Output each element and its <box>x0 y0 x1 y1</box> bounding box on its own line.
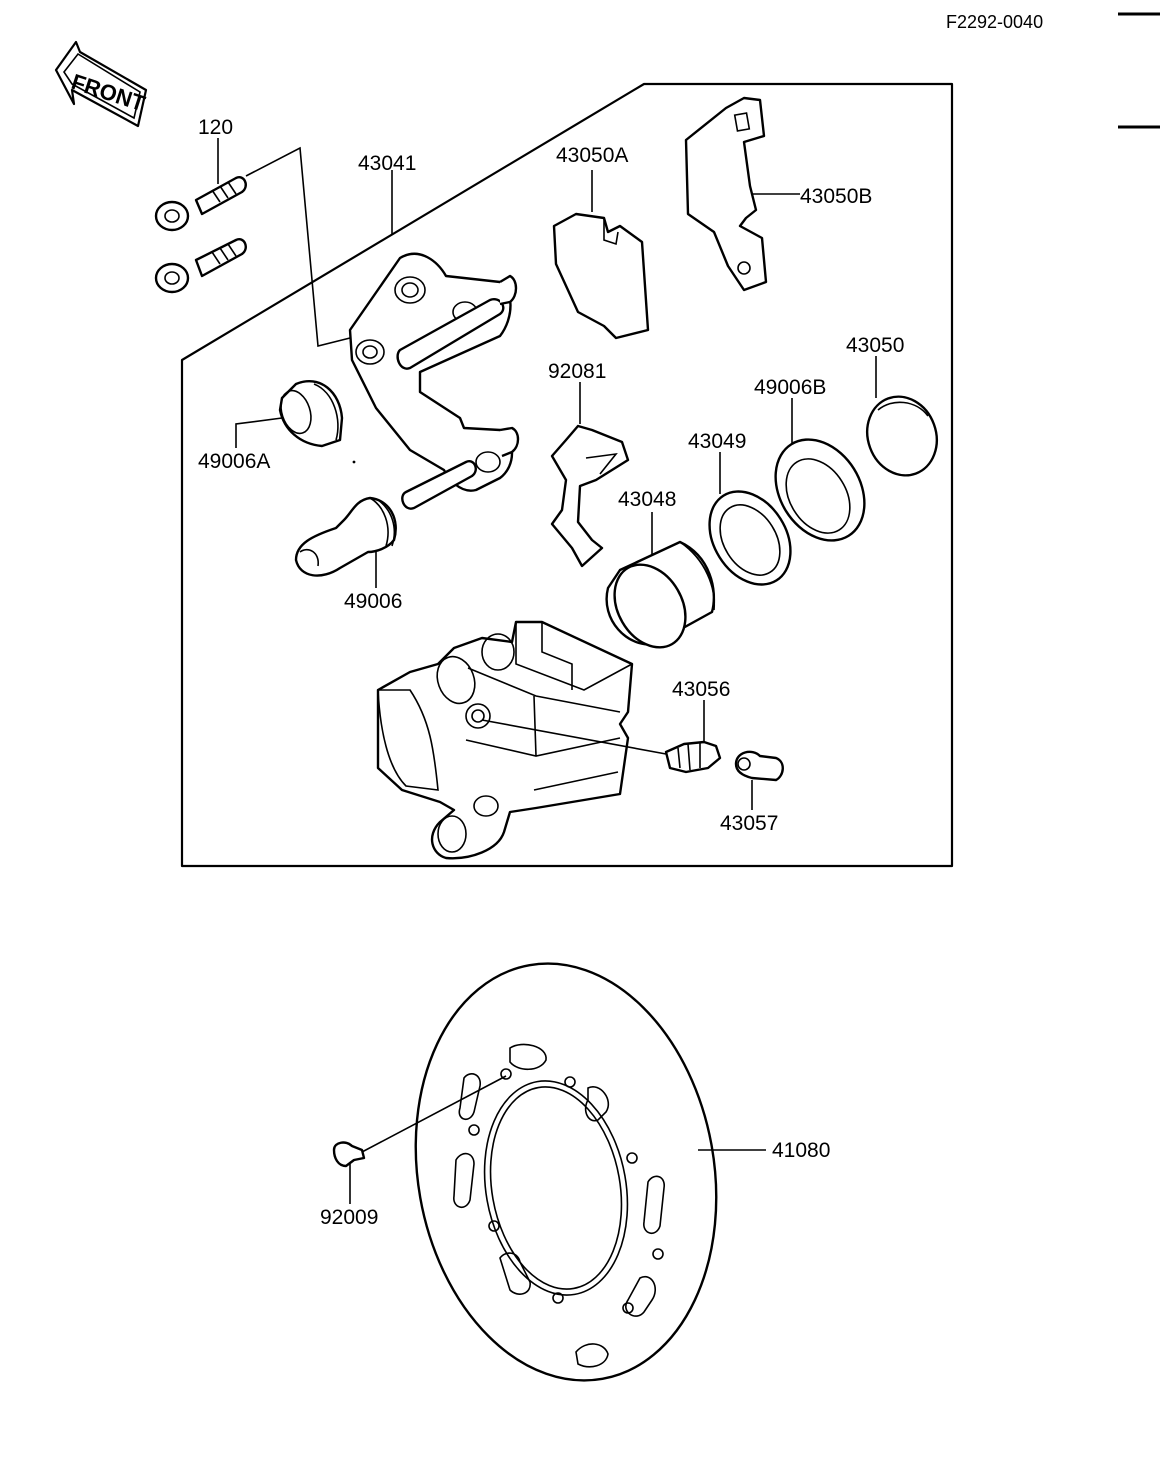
bleeder-axis-line <box>481 719 667 755</box>
label-92009: 92009 <box>320 1206 378 1229</box>
disc-screw-92009 <box>332 1141 366 1168</box>
dust-seal-49006B <box>774 438 866 542</box>
label-43041: 43041 <box>358 152 416 175</box>
pad-spring-92081 <box>550 424 630 568</box>
bolt-120-lower <box>154 238 247 294</box>
caliper-bracket-43041 <box>348 252 520 510</box>
bleeder-cap-43057 <box>734 750 784 782</box>
label-43056: 43056 <box>672 678 730 701</box>
label-43057: 43057 <box>720 812 778 835</box>
brake-pad-43050B <box>684 96 768 292</box>
caliper-body <box>376 620 634 860</box>
front-arrow-icon: FRONT <box>54 40 149 128</box>
bolt-120-upper <box>154 176 247 232</box>
label-49006A: 49006A <box>198 450 270 473</box>
label-49006B: 49006B <box>754 376 826 399</box>
bleeder-valve-43056 <box>664 740 722 774</box>
label-43048: 43048 <box>618 488 676 511</box>
label-43050B: 43050B <box>800 185 872 208</box>
piston-seal-43049 <box>708 490 792 586</box>
label-41080: 41080 <box>772 1139 830 1162</box>
brake-disc-41080 <box>414 962 718 1382</box>
caliper-assembly-outline <box>180 82 954 868</box>
label-43049: 43049 <box>688 430 746 453</box>
slide-pin-49006 <box>294 496 397 577</box>
label-92081: 92081 <box>548 360 606 383</box>
label-49006: 49006 <box>344 590 402 613</box>
screw-axis-line <box>361 1075 507 1153</box>
leader-49006A <box>235 417 283 448</box>
speck <box>352 460 356 464</box>
diagram-code: F2292-0040 <box>946 12 1043 32</box>
label-43050A: 43050A <box>556 144 628 167</box>
label-43050: 43050 <box>846 334 904 357</box>
boot-49006A <box>278 380 344 448</box>
label-120: 120 <box>198 116 233 139</box>
brake-pad-43050A <box>552 212 650 340</box>
piston-43048 <box>605 540 716 649</box>
dust-seal-cap-43050 <box>866 395 938 477</box>
bolt-path-line <box>245 146 351 348</box>
